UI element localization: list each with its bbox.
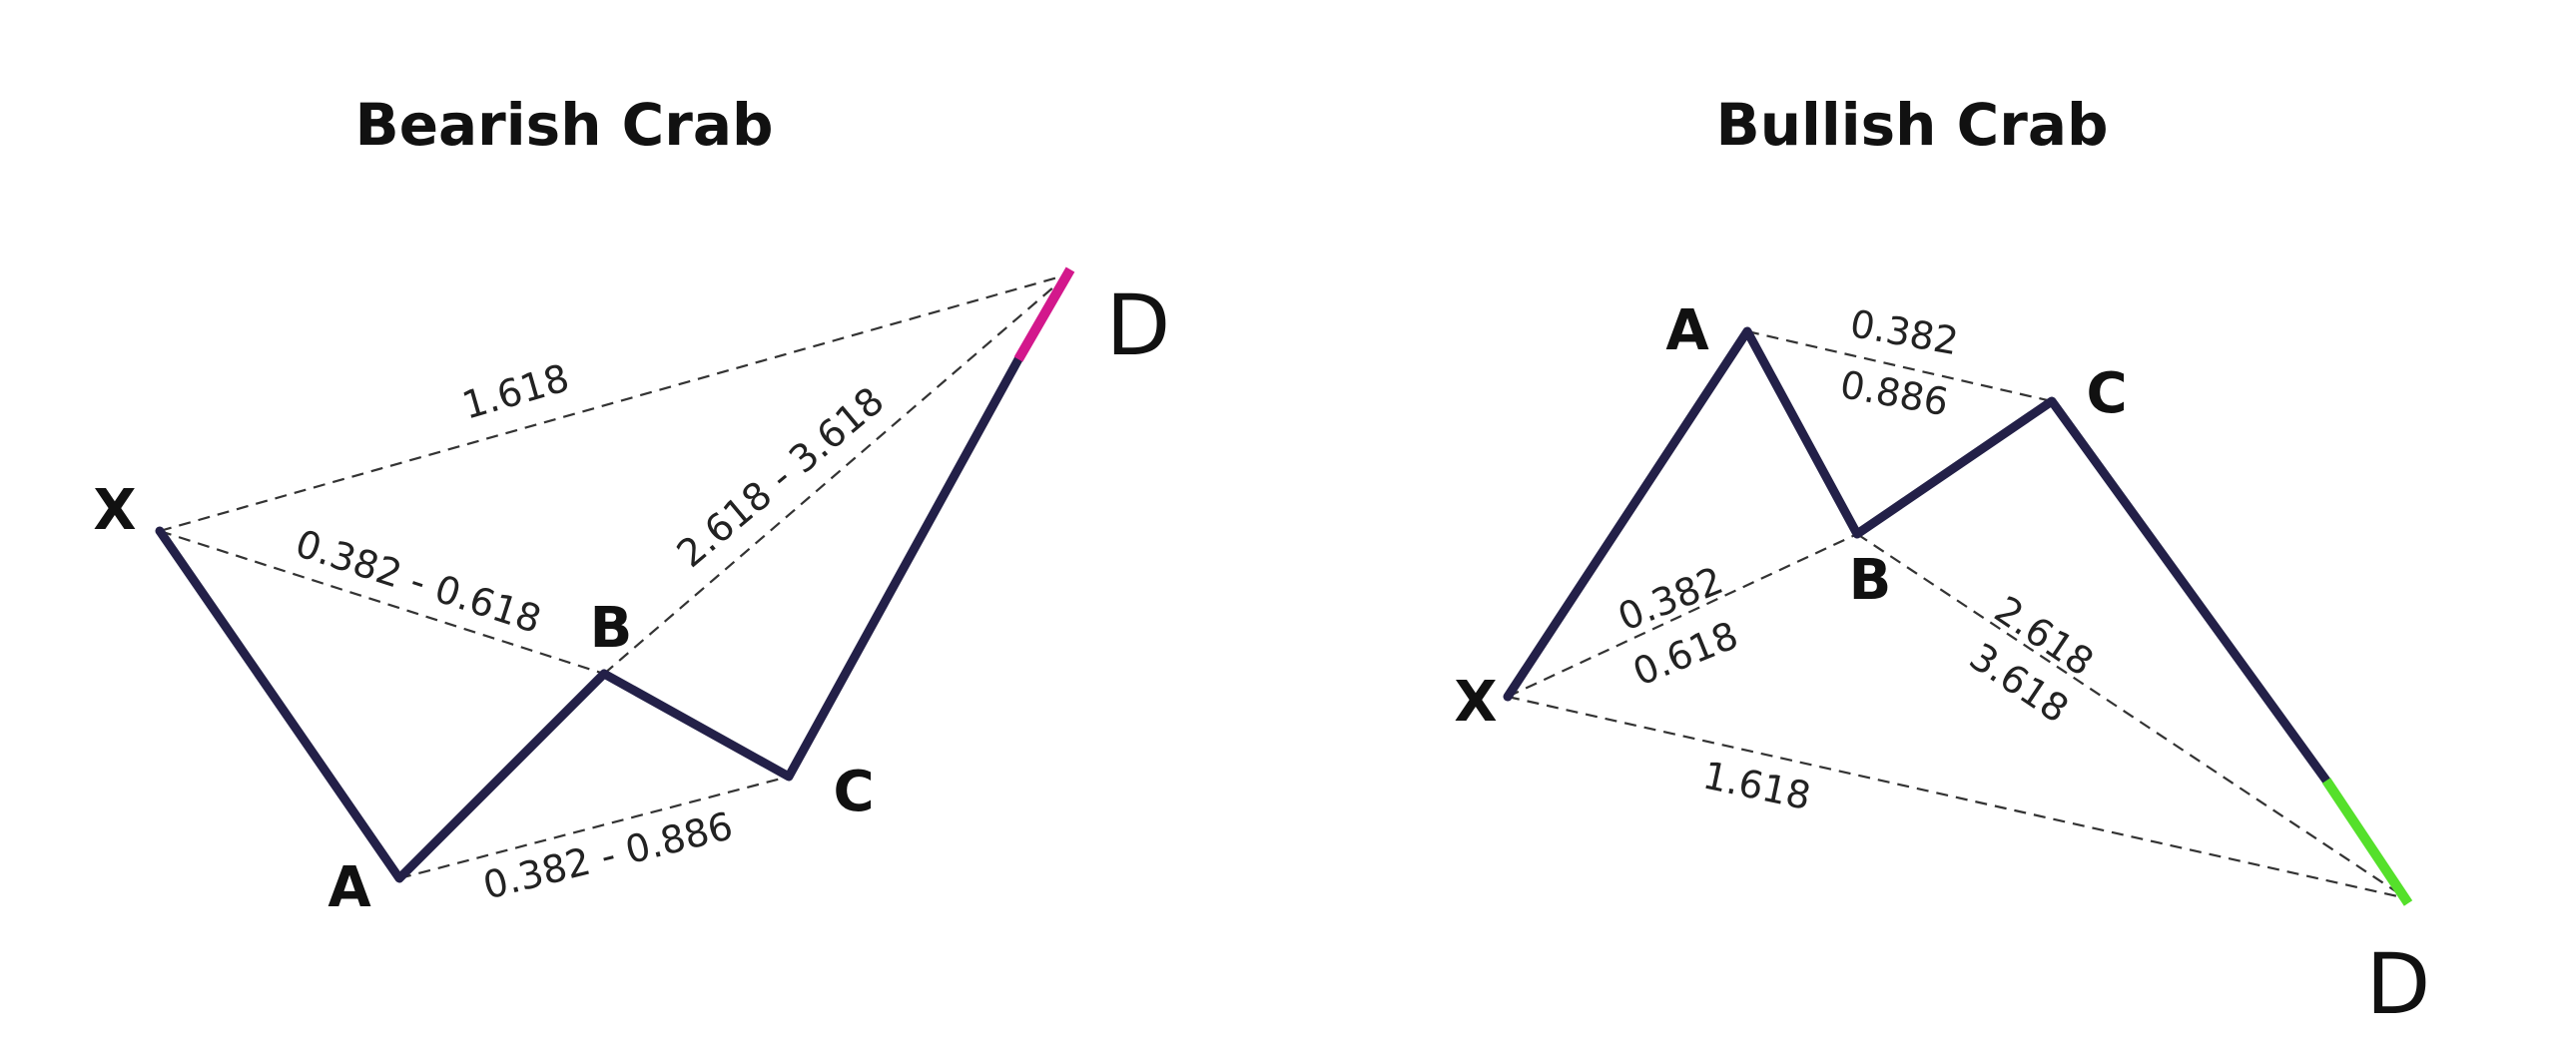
bullish-label-c: C bbox=[2086, 361, 2127, 426]
bullish-crab-pattern: Bullish Crab X A B C D 0.382 0.886 0.382… bbox=[1454, 91, 2430, 1033]
bearish-label-a: A bbox=[327, 855, 371, 920]
bullish-label-d: D bbox=[2366, 935, 2431, 1033]
bearish-ratio-xd: 1.618 bbox=[457, 355, 574, 427]
bullish-crab-title: Bullish Crab bbox=[1716, 91, 2109, 159]
bearish-ratio-xb: 0.382 - 0.618 bbox=[291, 521, 547, 642]
bearish-ratio-bd: 2.618 - 3.618 bbox=[669, 378, 893, 576]
bearish-crab-title: Bearish Crab bbox=[355, 91, 774, 159]
bearish-xb-dashed-line bbox=[159, 529, 605, 676]
bullish-price-legs bbox=[1503, 326, 2331, 786]
bullish-ratio-ac-top: 0.382 bbox=[1847, 301, 1962, 363]
bearish-label-x: X bbox=[93, 478, 136, 543]
bullish-ac-dashed-line bbox=[1746, 329, 2053, 403]
bullish-ratio-xd: 1.618 bbox=[1699, 753, 1815, 818]
bearish-bd-dashed-line bbox=[603, 273, 1069, 675]
bullish-ratio-ac-bottom: 0.886 bbox=[1837, 362, 1952, 424]
bearish-crab-pattern: Bearish Crab X A B C D 1.618 0.382 - 0.6… bbox=[93, 91, 1170, 920]
bullish-prz-segment bbox=[2321, 778, 2413, 906]
bearish-prz-segment bbox=[1013, 266, 1075, 362]
bullish-label-b: B bbox=[1849, 548, 1892, 613]
bearish-price-legs bbox=[155, 354, 1023, 883]
bearish-label-b: B bbox=[590, 596, 633, 661]
bearish-label-d: D bbox=[1106, 276, 1171, 374]
bullish-xb-dashed-line bbox=[1507, 533, 1858, 698]
bullish-label-x: X bbox=[1454, 670, 1497, 735]
bearish-xd-dashed-line bbox=[159, 272, 1069, 533]
bullish-bd-dashed-line bbox=[1856, 533, 2407, 899]
bearish-ratio-ac: 0.382 - 0.886 bbox=[479, 803, 738, 907]
bullish-label-a: A bbox=[1665, 298, 1709, 363]
bearish-ac-dashed-line bbox=[398, 775, 790, 880]
bearish-label-c: C bbox=[833, 760, 874, 824]
bullish-xd-dashed-line bbox=[1507, 695, 2407, 900]
